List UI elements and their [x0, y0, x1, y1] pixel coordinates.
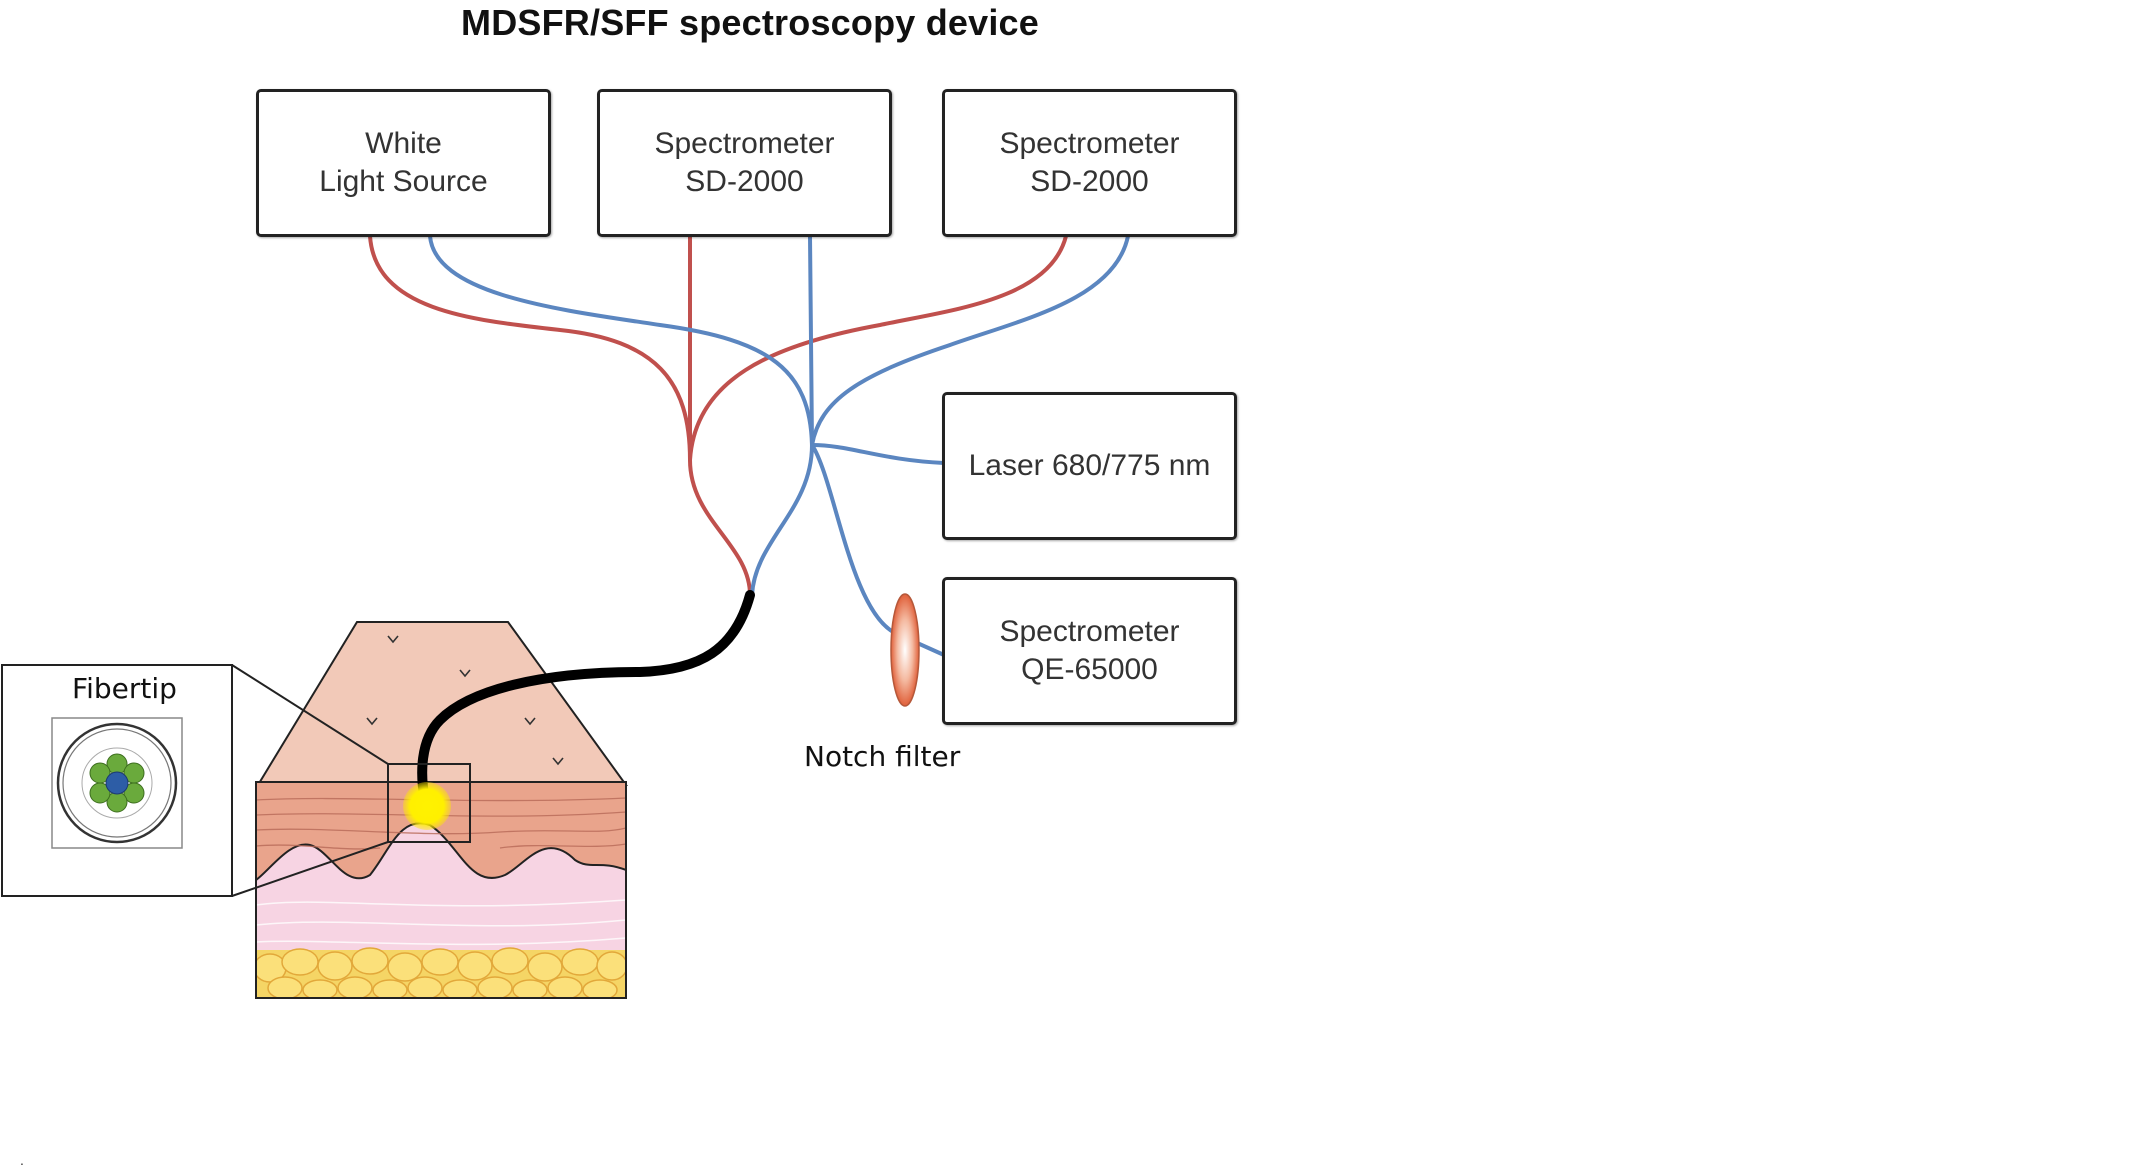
- probe-fiber: [417, 590, 755, 805]
- spectrometer-sd2000-a-line2: SD-2000: [685, 165, 804, 198]
- fiber-blue-white-light: [428, 234, 814, 447]
- spectrometer-sd2000-b-box: Spectrometer SD-2000: [942, 89, 1237, 237]
- spectrometer-qe65000-line2: QE-65000: [1021, 653, 1158, 686]
- stray-mark: .: [20, 1152, 24, 1168]
- spectrometer-sd2000-a-line1: Spectrometer: [654, 127, 835, 160]
- laser-label: Laser 680/775 nm: [968, 449, 1211, 482]
- fiber-red-trunk: [688, 458, 752, 597]
- fiber-blue-trunk: [750, 443, 814, 597]
- laser-box: Laser 680/775 nm: [942, 392, 1237, 540]
- white-light-source-line2: Light Source: [319, 165, 488, 198]
- page-title: MDSFR/SFF spectroscopy device: [461, 2, 1039, 43]
- optical-fibers: [368, 234, 1130, 657]
- fiber-red-sd2000-b: [688, 234, 1068, 462]
- zoom-region: [387, 763, 471, 843]
- light-spot: [403, 782, 451, 830]
- spectrometer-qe65000-box: Spectrometer QE-65000: [942, 577, 1237, 725]
- fiber-blue-sd2000-b: [810, 234, 1130, 447]
- fibertip-label: Fibertip: [72, 672, 177, 705]
- spectrometer-qe65000-line1: Spectrometer: [999, 615, 1180, 648]
- hair-marks: [366, 635, 564, 766]
- fiber-red-white-light: [368, 234, 692, 462]
- white-light-source-line1: White: [365, 127, 442, 160]
- fiber-blue-laser: [810, 443, 946, 465]
- fiber-center-core: [105, 771, 129, 795]
- notch-filter: [890, 593, 920, 707]
- white-light-source-box: White Light Source: [256, 89, 551, 237]
- skin-surface: [256, 621, 628, 786]
- notch-filter-label: Notch filter: [804, 740, 961, 773]
- fiber-blue-sd2000-a: [808, 234, 814, 447]
- spectrometer-sd2000-b-line2: SD-2000: [1030, 165, 1149, 198]
- spectrometer-sd2000-b-line1: Spectrometer: [999, 127, 1180, 160]
- fiber-blue-qe65000: [810, 443, 946, 657]
- spectrometer-sd2000-a-box: Spectrometer SD-2000: [597, 89, 892, 237]
- fibertip-inset: [1, 664, 233, 897]
